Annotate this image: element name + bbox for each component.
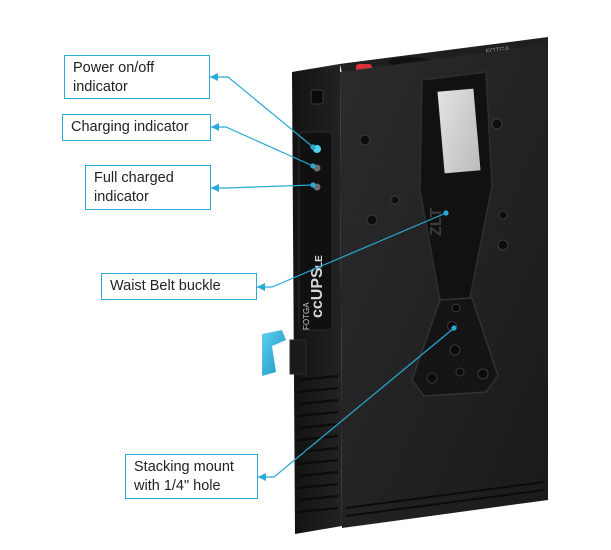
bottom-vents xyxy=(345,481,545,517)
charging-indicator-label: Charging indicator xyxy=(71,119,189,135)
waist-belt-buckle-callout: Waist Belt buckle xyxy=(101,273,257,300)
power-indicator-line1: Power on/off xyxy=(73,60,155,76)
stacking-mount-line1: Stacking mount xyxy=(134,459,234,475)
brand-label-side: FOTGA xyxy=(302,302,311,330)
power-indicator-line2: indicator xyxy=(73,79,128,95)
release-latch xyxy=(262,330,307,376)
waist-belt-buckle-label: Waist Belt buckle xyxy=(110,278,221,294)
stacking-mount-callout: Stacking mount with 1/4" hole xyxy=(125,454,258,499)
model-suffix-label: LE xyxy=(314,255,325,268)
label-plate xyxy=(437,88,481,174)
quarter-inch-hole-icon xyxy=(449,344,461,356)
buckle-logo: ZLT xyxy=(428,208,445,236)
full-charged-indicator-callout: Full charged indicator xyxy=(85,165,211,210)
full-charged-line2: indicator xyxy=(94,189,149,205)
front-screws xyxy=(359,118,509,251)
side-vents xyxy=(297,374,339,514)
full-charged-line1: Full charged xyxy=(94,170,174,186)
charging-indicator-callout: Charging indicator xyxy=(62,114,211,141)
model-label: ccUPS xyxy=(309,267,326,318)
waist-belt-buckle: ZLT xyxy=(419,71,493,301)
power-indicator-callout: Power on/off indicator xyxy=(64,55,210,99)
stacking-mount-line2: with 1/4" hole xyxy=(134,478,221,494)
leader-lines xyxy=(210,73,457,481)
battery-side-panel xyxy=(292,64,342,534)
stacking-mount xyxy=(411,297,499,397)
